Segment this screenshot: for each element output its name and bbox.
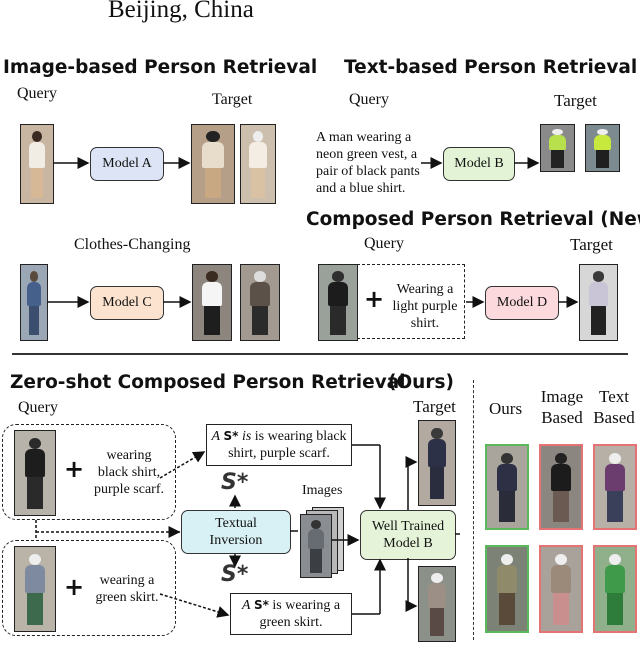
model-b-box: Model B	[443, 147, 515, 181]
composed-modifier-box	[357, 264, 465, 339]
clothes-changing-target-photo-1	[192, 264, 232, 341]
comparison-image-based-1	[539, 444, 583, 530]
composed-plus-icon: +	[364, 285, 385, 313]
comparison-col-ours: Ours	[489, 399, 523, 418]
zero-shot-target-label: Target	[413, 397, 456, 416]
image-based-target-label: Target	[212, 91, 253, 108]
query-group-2	[2, 540, 176, 636]
sentence-1-box: A S* is is wearing black shirt, purple s…	[206, 424, 352, 466]
image-based-query-photo	[20, 124, 54, 204]
pseudo-token-1-icon: S*	[221, 470, 249, 495]
query-1-plus-icon: +	[64, 455, 85, 483]
text-based-target-label: Target	[554, 91, 597, 110]
text-based-target-photo-1	[540, 124, 575, 172]
image-based-target-photo-2	[240, 124, 276, 204]
text-based-caption: A man wearing a neon green vest, a pair …	[316, 130, 420, 196]
image-based-title: Image-based Person Retrieval	[3, 57, 318, 78]
model-c-box: Model C	[90, 286, 164, 320]
zero-shot-target-photo-2	[418, 566, 456, 642]
text-based-target-photo-2	[585, 124, 620, 172]
clothes-changing-query-photo	[20, 264, 48, 341]
composed-query-photo	[318, 264, 358, 341]
images-label: Images	[302, 483, 343, 498]
zero-shot-title: Zero-shot Composed Person Retrieval	[10, 372, 406, 393]
composed-target-label: Target	[570, 235, 613, 254]
zero-shot-target-photo-1	[418, 420, 456, 506]
composed-modifier-text: Wearing a light purple shirt.	[392, 282, 458, 331]
text-based-title: Text-based Person Retrieval	[344, 57, 638, 78]
sentence-2-box: A S* is wearing a green skirt.	[230, 593, 352, 635]
clothes-changing-title: Clothes-Changing	[74, 236, 191, 253]
comparison-text-based-2	[593, 545, 637, 633]
section-divider	[12, 353, 628, 355]
image-stack-front	[300, 514, 332, 578]
model-d-box: Model D	[485, 286, 559, 320]
query-group-1	[2, 424, 176, 520]
header-location: Beijing, China	[108, 0, 254, 23]
query-1-photo	[14, 430, 56, 516]
query-2-plus-icon: +	[64, 573, 85, 601]
image-based-target-photo-1	[191, 124, 235, 204]
clothes-changing-target-photo-2	[240, 264, 280, 341]
comparison-image-based-2	[539, 545, 583, 633]
comparison-divider	[473, 380, 474, 640]
query-1-text: wearing black shirt, purple scarf.	[94, 448, 164, 497]
comparison-ours-2	[485, 545, 529, 633]
query-2-text: wearing a green skirt.	[95, 573, 159, 605]
zero-shot-query-label: Query	[18, 399, 58, 416]
composed-title: Composed Person Retrieval (New)	[306, 209, 640, 230]
image-based-query-label: Query	[17, 85, 57, 102]
composed-query-label: Query	[364, 235, 404, 252]
query-2-photo	[14, 546, 56, 632]
zero-shot-ours-tag: (Ours)	[388, 372, 454, 393]
model-a-box: Model A	[90, 147, 164, 181]
comparison-ours-1	[485, 444, 529, 530]
comparison-text-based-1	[593, 444, 637, 530]
text-based-query-label: Query	[349, 91, 389, 108]
composed-target-photo	[579, 264, 618, 341]
